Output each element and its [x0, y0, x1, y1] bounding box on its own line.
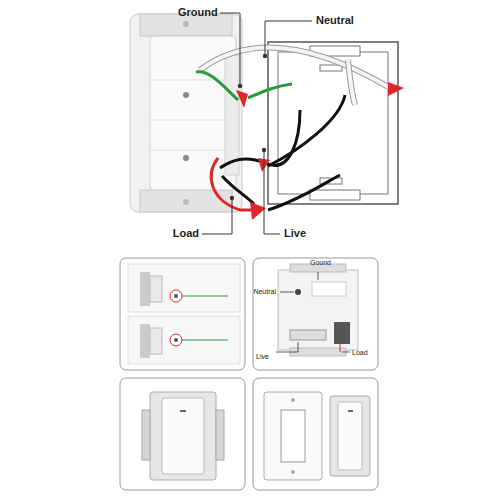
callout-label: Live [284, 228, 306, 239]
callout-label: Live [256, 353, 269, 360]
callout-label: Load [352, 349, 368, 356]
callout-label: Neutral [316, 15, 354, 26]
callout-label: Load [173, 228, 199, 239]
callout-label: Neutral [253, 288, 276, 295]
callout-label: Gound [310, 259, 331, 266]
callout-label: Ground [178, 7, 218, 18]
